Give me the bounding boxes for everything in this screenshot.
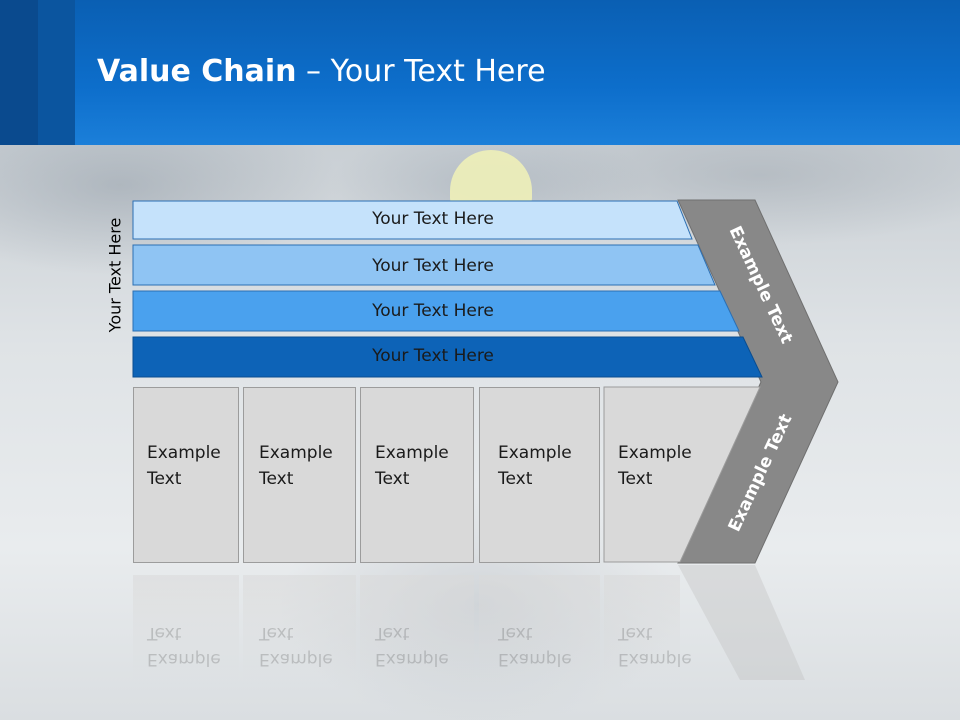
reflection-line2: Text	[259, 623, 294, 643]
helmet-shape	[450, 150, 532, 208]
reflection-line1: Example	[618, 649, 692, 669]
reflection-line1: Example	[259, 649, 333, 669]
side-label-text: Your Text Here	[105, 217, 125, 333]
band-label-2: Your Text Here	[372, 256, 494, 276]
reflection-line1: Example	[498, 649, 572, 669]
box-4-line2: Text	[498, 469, 533, 489]
box-3-line1: Example	[375, 443, 449, 463]
box-1-line2: Text	[147, 469, 182, 489]
box-4	[479, 387, 600, 563]
box-4-reflection-text: Example Text	[498, 620, 572, 672]
header-stripe	[38, 0, 75, 145]
band-1	[132, 200, 693, 240]
box-3	[360, 387, 474, 563]
box-2	[243, 387, 356, 563]
box-reflection	[243, 575, 356, 685]
band-label-3: Your Text Here	[372, 301, 494, 321]
band-label-1: Your Text Here	[372, 209, 494, 229]
box-2-line2: Text	[259, 469, 294, 489]
reflection-line1: Example	[375, 649, 449, 669]
header-stripe	[0, 0, 38, 145]
box-reflection	[360, 575, 474, 685]
chevron-arrow	[677, 199, 839, 564]
header-bar: Value Chain – Your Text Here	[0, 0, 960, 145]
box-2-line1: Example	[259, 443, 333, 463]
box-5-reflection-text: Example Text	[618, 620, 692, 672]
box-reflection	[479, 575, 600, 685]
box-3-line2: Text	[375, 469, 410, 489]
box-5	[603, 386, 761, 563]
band-2	[132, 244, 716, 286]
box-5-line2: Text	[618, 469, 653, 489]
band-4	[132, 336, 763, 378]
band-label-4: Your Text Here	[372, 346, 494, 366]
reflection-line2: Text	[498, 623, 533, 643]
title-rest: – Your Text Here	[296, 54, 546, 89]
reflection-line2: Text	[147, 623, 182, 643]
side-label: Your Text Here	[100, 200, 130, 350]
box-reflection	[133, 575, 239, 685]
band-3	[132, 290, 740, 332]
chevron-reflection	[678, 565, 805, 680]
box-4-line1: Example	[498, 443, 572, 463]
title-bold: Value Chain	[97, 54, 297, 89]
reflection-line2: Text	[375, 623, 410, 643]
box-3-reflection-text: Example Text	[375, 620, 449, 672]
box-5-line1: Example	[618, 443, 692, 463]
reflection-line2: Text	[618, 623, 653, 643]
box-2-reflection-text: Example Text	[259, 620, 333, 672]
slide-title: Value Chain – Your Text Here	[97, 54, 546, 89]
box-1-reflection-text: Example Text	[147, 620, 221, 672]
box-1	[133, 387, 239, 563]
reflection-line1: Example	[147, 649, 221, 669]
box-reflection	[604, 575, 680, 685]
box-1-line1: Example	[147, 443, 221, 463]
